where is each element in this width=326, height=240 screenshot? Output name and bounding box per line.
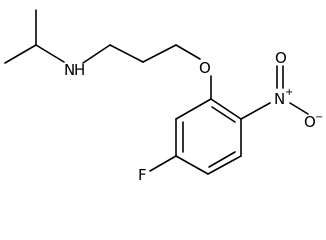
bond-n-to-c1 xyxy=(82,44,111,64)
nitro-group-bonds xyxy=(240,65,309,120)
nitro-nitrogen-label: N xyxy=(274,90,285,108)
nitro-oxygen-single-label: O xyxy=(304,113,316,131)
bond-ring-to-fluorine xyxy=(149,155,177,172)
ether-oxygen-label: O xyxy=(199,59,211,77)
amine-hydrogen-label: H xyxy=(74,61,85,79)
bond-ring-to-nitro-n xyxy=(240,102,271,120)
ring-bond-4 xyxy=(175,155,209,175)
benzene-ring xyxy=(175,98,242,175)
ring-bond-3 xyxy=(207,155,242,175)
bond-methyl-1 xyxy=(4,44,37,64)
nitro-nitrogen-charge: + xyxy=(285,87,293,98)
chemical-structure-diagram: N H O N + O O − F xyxy=(4,9,323,184)
ring-bond-6 xyxy=(175,98,212,120)
atom-labels: N H O N + O O − F xyxy=(64,49,323,184)
nitro-oxygen-double-label: O xyxy=(275,49,287,67)
nitro-oxygen-charge: − xyxy=(315,112,323,123)
bond-nitro-single xyxy=(289,102,309,115)
ring-double-bond-b xyxy=(208,151,236,168)
bond-ch-to-n xyxy=(35,44,65,63)
fluorine-label: F xyxy=(138,166,147,184)
bond-c3-to-o xyxy=(175,44,201,60)
ring-double-bond-a xyxy=(211,106,236,123)
isopropyl-group xyxy=(4,9,65,64)
ring-bond-1 xyxy=(210,98,242,120)
bond-c2-to-c3 xyxy=(142,44,177,63)
amine-nitrogen-label: N xyxy=(64,61,75,79)
propyl-linker xyxy=(82,44,201,64)
bond-c1-to-c2 xyxy=(109,44,144,63)
